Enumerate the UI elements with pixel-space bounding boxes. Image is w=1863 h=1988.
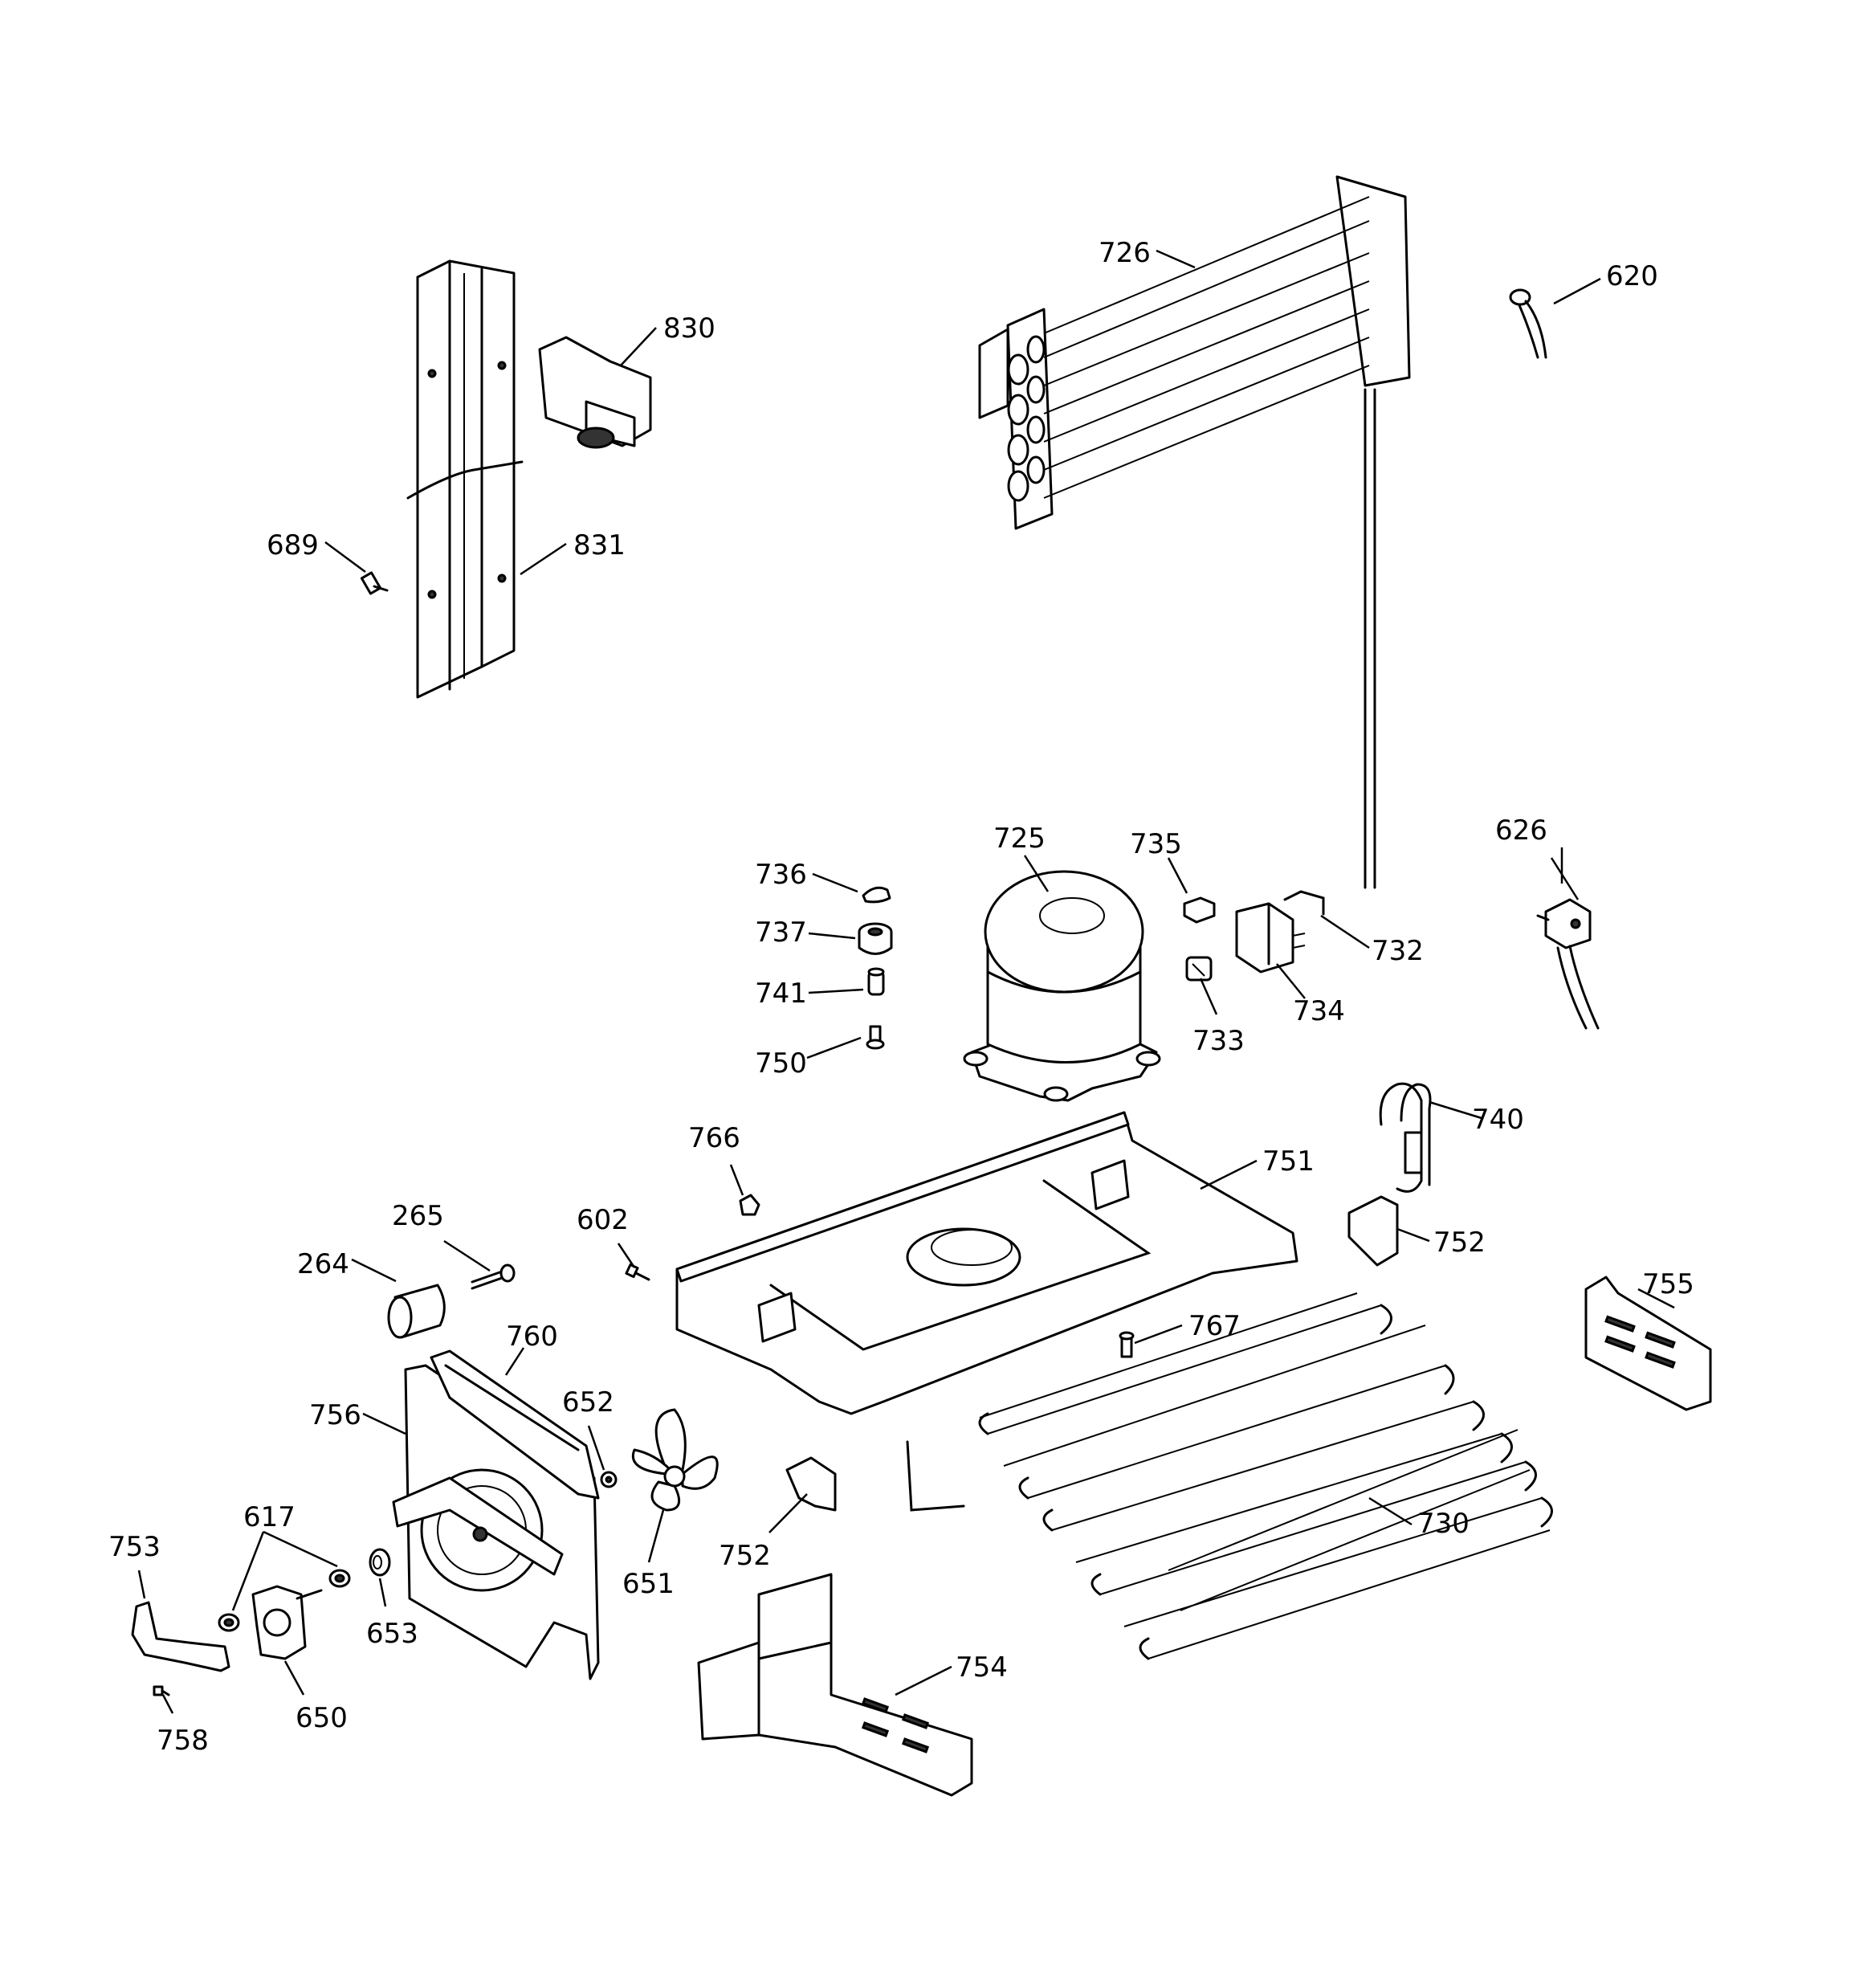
callout-831: 831 — [573, 529, 626, 561]
part-689-screw — [360, 571, 389, 595]
callout-617: 617 — [243, 1501, 296, 1533]
callout-756: 756 — [309, 1399, 361, 1431]
part-732-clip — [1283, 890, 1325, 916]
part-617-grommets — [218, 1569, 351, 1632]
part-754-bracket — [697, 1573, 973, 1797]
part-736-clip — [862, 886, 891, 904]
part-758-screw — [153, 1685, 170, 1696]
part-752-bracket-lower — [785, 1456, 837, 1512]
callout-652: 652 — [562, 1386, 614, 1419]
part-735-overload — [1183, 896, 1216, 924]
callout-740: 740 — [1472, 1104, 1524, 1136]
callout-766: 766 — [688, 1122, 740, 1154]
part-766-clip — [739, 1194, 760, 1216]
callout-752-right: 752 — [1433, 1227, 1486, 1259]
part-830-housing — [538, 336, 652, 449]
callout-760: 760 — [506, 1321, 558, 1353]
callout-754: 754 — [956, 1651, 1008, 1684]
callout-620: 620 — [1606, 260, 1658, 292]
callout-689: 689 — [267, 529, 319, 561]
callout-751: 751 — [1262, 1145, 1315, 1178]
part-750-bolt — [866, 1025, 885, 1050]
part-831-channel — [406, 259, 524, 699]
part-652-nut — [600, 1471, 618, 1488]
callout-755: 755 — [1642, 1268, 1694, 1300]
callout-264: 264 — [297, 1248, 349, 1280]
callout-602: 602 — [577, 1204, 629, 1236]
callout-653: 653 — [366, 1618, 418, 1650]
part-653-grommet — [369, 1548, 391, 1577]
part-740-hooks — [1379, 1082, 1432, 1193]
part-752-bracket-right — [1347, 1195, 1399, 1267]
part-734-relay — [1235, 902, 1306, 974]
part-264-cylinder — [387, 1284, 446, 1339]
part-602-screw — [625, 1263, 650, 1281]
part-760-gasket — [444, 1364, 580, 1451]
leader-lines — [137, 249, 1675, 1714]
callout-734: 734 — [1293, 995, 1345, 1027]
part-730-condenser — [906, 1292, 1553, 1660]
callout-725: 725 — [993, 823, 1046, 855]
callout-750: 750 — [755, 1047, 807, 1080]
callout-758: 758 — [157, 1725, 209, 1757]
part-753-bracket — [131, 1601, 230, 1672]
part-755-bracket — [1584, 1276, 1712, 1411]
callout-labels: 726 620 830 689 831 725 735 736 737 741 … — [108, 237, 1694, 1757]
callout-737: 737 — [755, 916, 807, 949]
part-725-compressor — [963, 870, 1161, 1102]
callout-730: 730 — [1417, 1508, 1470, 1540]
callout-650: 650 — [296, 1702, 348, 1734]
part-741-sleeve — [867, 967, 885, 996]
part-726-evaporator — [978, 175, 1411, 889]
callout-767: 767 — [1188, 1310, 1241, 1342]
part-767-screw — [1119, 1331, 1135, 1358]
callout-741: 741 — [755, 978, 807, 1010]
part-626-power-cord — [1536, 898, 1600, 1030]
callout-733: 733 — [1192, 1025, 1245, 1057]
part-265-pin — [471, 1263, 516, 1290]
part-737-grommet — [858, 922, 893, 955]
callout-753: 753 — [108, 1531, 161, 1563]
callout-651: 651 — [622, 1568, 675, 1600]
callout-830: 830 — [663, 312, 715, 345]
part-651-fan-blade — [632, 1408, 719, 1512]
part-751-base-plate — [675, 1111, 1298, 1415]
part-733-relay-cap — [1185, 956, 1213, 982]
callout-736: 736 — [755, 859, 807, 891]
callout-265: 265 — [392, 1200, 444, 1232]
part-756-fan-shroud — [392, 1349, 600, 1680]
callout-626: 626 — [1495, 814, 1547, 847]
callout-735: 735 — [1130, 828, 1182, 860]
part-620-wire — [1509, 288, 1547, 359]
part-650-fan-motor — [251, 1585, 323, 1660]
callout-732: 732 — [1372, 935, 1424, 967]
callout-726: 726 — [1099, 237, 1151, 269]
callout-752-lower: 752 — [719, 1540, 771, 1572]
